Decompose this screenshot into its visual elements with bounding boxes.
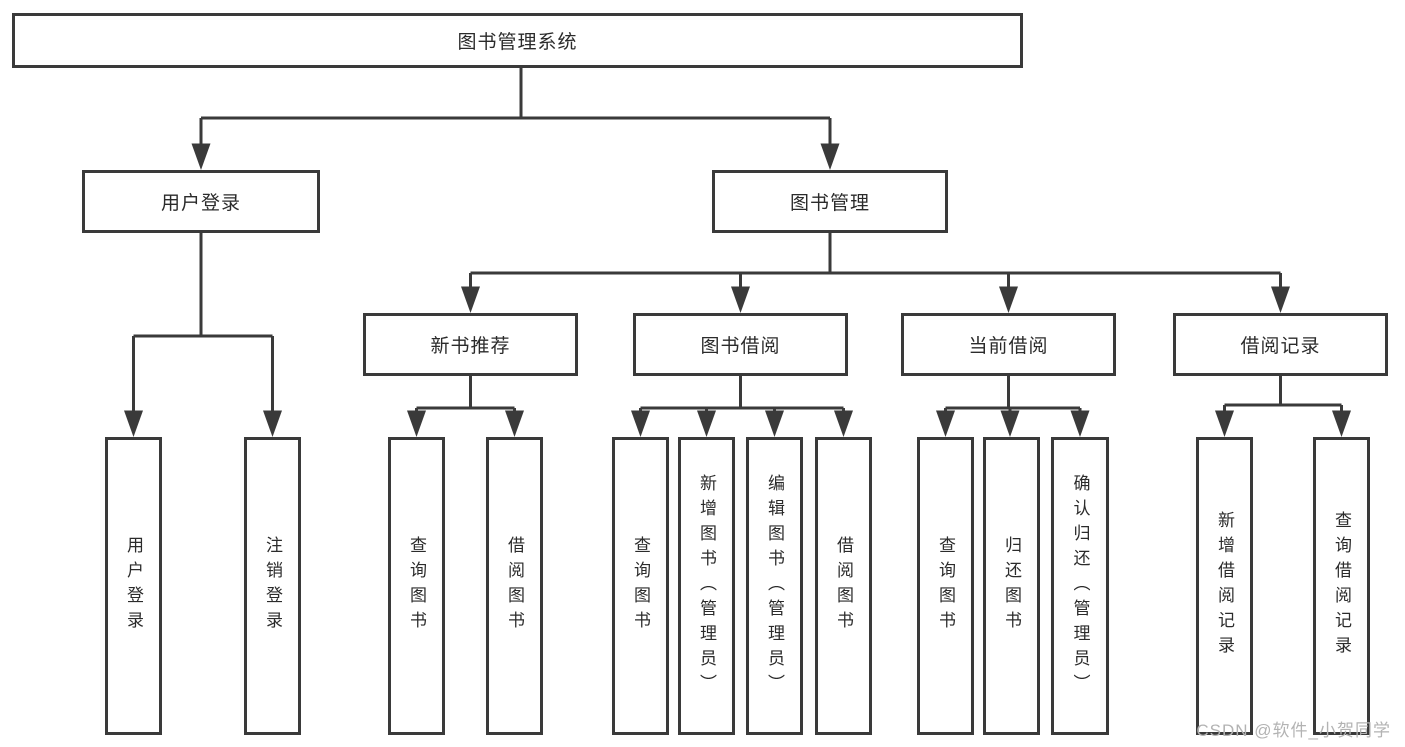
node-label: 查询图书 (631, 536, 650, 636)
node-label: 图书借阅 (700, 336, 781, 357)
leaf-return-books: 归还图书 (983, 437, 1040, 735)
leaf-add-books-admin: 新增图书（管理员） (678, 437, 735, 735)
node-book-borrowing: 图书借阅 (633, 313, 848, 376)
node-label: 当前借阅 (968, 336, 1049, 357)
node-borrowing-records: 借阅记录 (1173, 313, 1388, 376)
node-label: 图书管理 (789, 193, 870, 214)
node-book-management: 图书管理 (712, 170, 948, 233)
node-label: 用户登录 (160, 193, 241, 214)
leaf-confirm-return-admin: 确认归还（管理员） (1051, 437, 1109, 735)
leaf-borrow-books-recommend: 借阅图书 (486, 437, 543, 735)
node-label: 查询借阅记录 (1332, 511, 1351, 661)
leaf-query-books-recommend: 查询图书 (388, 437, 445, 735)
leaf-query-borrow-record: 查询借阅记录 (1313, 437, 1370, 735)
node-new-book-recommendation: 新书推荐 (363, 313, 578, 376)
leaf-query-books-borrowing: 查询图书 (612, 437, 669, 735)
leaf-add-borrow-record: 新增借阅记录 (1196, 437, 1253, 735)
leaf-edit-books-admin: 编辑图书（管理员） (746, 437, 803, 735)
node-label: 图书管理系统 (457, 32, 578, 53)
leaf-user-login: 用户登录 (105, 437, 162, 735)
node-current-borrowing: 当前借阅 (901, 313, 1116, 376)
node-user-login: 用户登录 (82, 170, 320, 233)
node-label: 编辑图书（管理员） (765, 473, 784, 699)
node-label: 查询图书 (407, 536, 426, 636)
node-label: 查询图书 (936, 536, 955, 636)
leaf-query-books-current: 查询图书 (917, 437, 974, 735)
node-label: 新书推荐 (430, 336, 511, 357)
node-label: 用户登录 (124, 536, 143, 636)
node-label: 注销登录 (263, 536, 282, 636)
node-label: 借阅图书 (505, 536, 524, 636)
leaf-logout: 注销登录 (244, 437, 301, 735)
node-label: 确认归还（管理员） (1070, 473, 1090, 699)
node-label: 归还图书 (1002, 536, 1021, 636)
node-label: 新增借阅记录 (1215, 511, 1234, 661)
node-library-management-system: 图书管理系统 (12, 13, 1023, 68)
node-label: 新增图书（管理员） (697, 473, 716, 699)
arrowheads (124, 143, 1351, 437)
leaf-borrow-books: 借阅图书 (815, 437, 872, 735)
node-label: 借阅记录 (1240, 336, 1321, 357)
csdn-watermark: CSDN @软件_小贺同学 (1196, 721, 1391, 740)
node-label: 借阅图书 (834, 536, 853, 636)
